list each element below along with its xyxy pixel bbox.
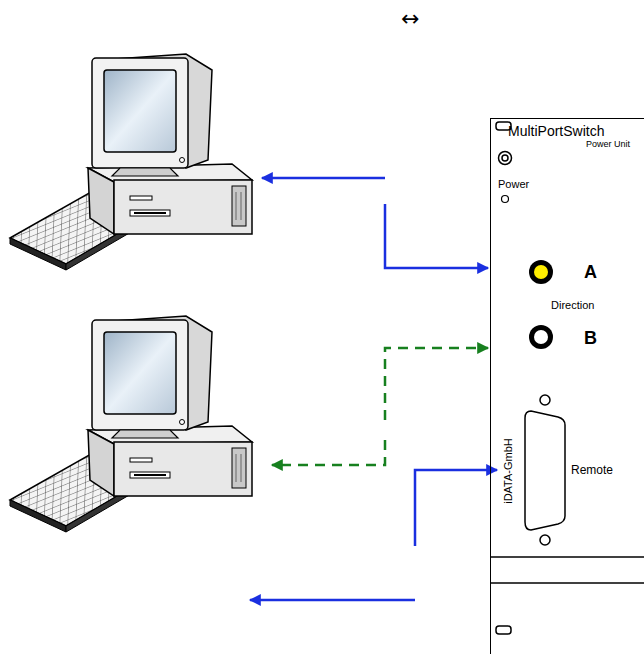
signal-arrow-dashed	[272, 348, 488, 465]
button-b	[529, 325, 553, 349]
connector-screw	[540, 395, 550, 405]
computer	[10, 54, 252, 270]
power-label: Power	[498, 178, 529, 190]
direction-symbol: ↔	[401, 8, 419, 30]
signal-arrow	[250, 178, 497, 600]
panel-face	[490, 118, 644, 654]
panel-slot	[496, 626, 511, 634]
button-a	[529, 260, 553, 284]
button-label: B	[584, 329, 597, 349]
connector-screw	[540, 535, 550, 545]
maker-label: iDATA-GmbH	[502, 438, 514, 504]
computer	[10, 316, 252, 532]
device-panel: MultiPortSwitchPower UnitPowerA Direction…	[490, 118, 644, 654]
device-name: MultiPortSwitch	[508, 124, 604, 139]
device-subtitle: Power Unit	[586, 140, 630, 150]
power-led	[502, 196, 509, 203]
port-label: Remote	[571, 464, 613, 477]
db-connector	[525, 411, 565, 530]
button-label: A	[584, 263, 597, 283]
power-jack	[499, 152, 512, 165]
direction-label: Direction	[551, 299, 594, 311]
